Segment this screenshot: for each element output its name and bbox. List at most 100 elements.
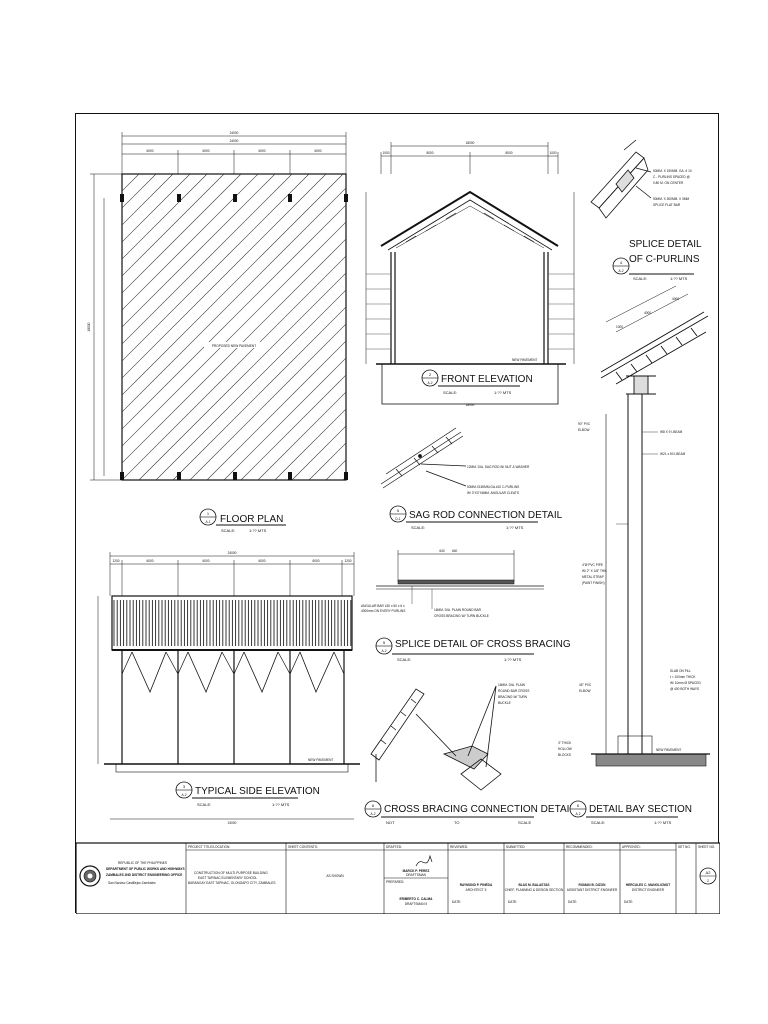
svg-text:4"Ø PVC PIPE: 4"Ø PVC PIPE — [582, 563, 603, 567]
svg-text:@ 400 BOTH WAYS: @ 400 BOTH WAYS — [670, 687, 699, 691]
drafted-signature — [415, 854, 433, 867]
svg-text:SCALE:: SCALE: — [411, 525, 425, 530]
svg-text:DRAFTSMAN: DRAFTSMAN — [406, 873, 427, 877]
svg-text:12MM. DIA. SAG ROD W/ NUT & WA: 12MM. DIA. SAG ROD W/ NUT & WASHER — [467, 465, 530, 469]
svg-text:50MM.X150MM.GA.#10 C-PURLINS: 50MM.X150MM.GA.#10 C-PURLINS — [467, 485, 519, 489]
splice-purlins-title-line2: OF C-PURLINS — [629, 254, 700, 265]
svg-text:0.80 M. ON CENTER: 0.80 M. ON CENTER — [653, 181, 684, 185]
splice-purlins-view: 50MM. X 150MM. GA. # 10 C - PURLINS SPAC… — [590, 139, 702, 281]
front-elevation-side-wall — [366, 273, 574, 350]
svg-text:1:?? MTS: 1:?? MTS — [494, 390, 512, 395]
svg-text:BLOCKS: BLOCKS — [558, 753, 571, 757]
agency-seal-icon — [79, 865, 101, 887]
svg-text:50MM. X 150MM. GA. # 10: 50MM. X 150MM. GA. # 10 — [653, 169, 692, 173]
svg-text:DATE:: DATE: — [452, 900, 461, 904]
svg-text:SHEET CONTENTS:: SHEET CONTENTS: — [288, 845, 318, 849]
svg-text:SET NO.: SET NO. — [678, 845, 691, 849]
svg-text:1000: 1000 — [549, 151, 556, 155]
svg-text:1200: 1200 — [344, 559, 351, 563]
floor-plan-center-label: PROPOSED NEW PAVEMENT — [212, 344, 256, 348]
bay-section-view: 1000 4000 4000 NEW PAVEMENT 90° PVC ELBO… — [558, 285, 710, 825]
svg-text:1:?? MTS: 1:?? MTS — [504, 657, 522, 662]
svg-text:3" THICK: 3" THICK — [558, 741, 572, 745]
agency-line: DEPARTMENT OF PUBLIC WORKS AND HIGHWAYS — [106, 867, 185, 871]
front-elevation-view: 18000 1000 8000 8000 1000 NEW PAVEMENT — [365, 141, 575, 407]
svg-text:CROSS BRACING W/ TURN BUCKLE: CROSS BRACING W/ TURN BUCKLE — [434, 614, 489, 618]
svg-text:BLAS M. BALASTAS: BLAS M. BALASTAS — [518, 883, 549, 887]
bay-section-ground-label: NEW PAVEMENT — [656, 748, 681, 752]
svg-text:1:?? MTS: 1:?? MTS — [249, 528, 267, 533]
svg-text:1:?? MTS: 1:?? MTS — [272, 802, 290, 807]
svg-text:6: 6 — [372, 803, 375, 808]
svg-text:W8 X 9 I-BEAM: W8 X 9 I-BEAM — [660, 430, 683, 434]
bay-section-slab — [595, 753, 707, 767]
svg-text:DRAFTED:: DRAFTED: — [386, 845, 402, 849]
svg-text:REVIEWED:: REVIEWED: — [450, 845, 468, 849]
floor-plan-dim-overall: 24000 — [230, 131, 239, 135]
bay-section-roof — [600, 311, 709, 395]
svg-text:RECOMMENDED:: RECOMMENDED: — [566, 845, 593, 849]
bracing-connection-view: 16MM. DIA. PLAIN ROUND BAR CROSS BRACING… — [364, 683, 575, 825]
drawing-sheet: 24000 24000 6000 6000 6000 6000 18000 PR… — [75, 113, 721, 915]
svg-text:W/ 3"X3"X6MM. ANGULAR CLEATS: W/ 3"X3"X6MM. ANGULAR CLEATS — [467, 491, 519, 495]
svg-text:4000: 4000 — [672, 297, 679, 301]
agency-line: ZAMBALES 2ND DISTRICT ENGINEERING OFFICE — [106, 873, 182, 877]
svg-text:ELBOW: ELBOW — [579, 689, 591, 693]
svg-text:50MM. X 300MM. X 3MM: 50MM. X 300MM. X 3MM — [653, 197, 689, 201]
side-elevation-structure — [121, 650, 345, 764]
sheet-contents-value: AS SHOWN — [326, 874, 344, 878]
side-elevation-roof-ribs — [113, 600, 352, 646]
svg-text:ANGULAR BAR L50 x 50 x 6 x: ANGULAR BAR L50 x 50 x 6 x — [361, 604, 405, 608]
splice-bracing-bar — [397, 579, 515, 585]
svg-text:SCALE:: SCALE: — [591, 820, 605, 825]
svg-text:SUBMITTED:: SUBMITTED: — [506, 845, 525, 849]
svg-text:24000: 24000 — [228, 551, 237, 555]
svg-text:DRAFTSMAN II: DRAFTSMAN II — [405, 902, 428, 906]
svg-text:DISTRICT ENGINEER: DISTRICT ENGINEER — [632, 888, 665, 892]
bay-section-title: 6 A-2 DETAIL BAY SECTION SCALE: 1:?? MTS — [569, 800, 692, 825]
svg-text:A-2: A-2 — [382, 649, 387, 653]
svg-text:ROUND BAR CROSS: ROUND BAR CROSS — [498, 689, 529, 693]
bay-section-dims — [605, 285, 689, 333]
side-elevation-dimensions — [97, 552, 355, 764]
svg-text:ERIBERTO C. CALMA: ERIBERTO C. CALMA — [400, 897, 434, 901]
floor-plan-view: 24000 24000 6000 6000 6000 6000 18000 PR… — [87, 131, 348, 533]
svg-text:DATE:: DATE: — [624, 900, 633, 904]
front-elevation-ground-label: NEW PAVEMENT — [512, 358, 537, 362]
svg-text:CONSTRUCTION OF MULTI-PURPOSE: CONSTRUCTION OF MULTI-PURPOSE BUILDING — [194, 871, 268, 875]
splice-bracing-title: 5 A-2 SPLICE DETAIL OF CROSS BRACING SCA… — [375, 637, 571, 662]
floor-plan-title-text: FLOOR PLAN — [220, 514, 283, 525]
svg-text:A-1: A-1 — [206, 520, 211, 524]
svg-text:3: 3 — [183, 784, 186, 789]
side-elevation-base — [115, 763, 349, 773]
svg-text:ARCHITECT II: ARCHITECT II — [466, 888, 487, 892]
svg-text:ASSISTANT DISTRICT ENGINEER: ASSISTANT DISTRICT ENGINEER — [567, 888, 618, 892]
sag-rod-view: 12MM. DIA. SAG ROD W/ NUT & WASHER 50MM.… — [380, 427, 563, 530]
svg-text:DATE:: DATE: — [568, 900, 577, 904]
sheet-total: 2 — [707, 879, 709, 883]
svg-text:6000: 6000 — [202, 559, 209, 563]
svg-text:4000: 4000 — [644, 311, 651, 315]
svg-text:16MM. DIA. PLAIN ROUND BAR: 16MM. DIA. PLAIN ROUND BAR — [434, 608, 482, 612]
bracing-connection-title: 6 A-2 CROSS BRACING CONNECTION DETAIL NO… — [364, 800, 575, 825]
svg-text:1000: 1000 — [616, 325, 623, 329]
sag-rod-drawing — [380, 427, 467, 489]
bay-section-title-text: DETAIL BAY SECTION — [589, 804, 692, 815]
side-elevation-ground-label: NEW PAVEMENT — [308, 758, 333, 762]
svg-text:6000: 6000 — [146, 559, 153, 563]
svg-text:(PAINT FINISH): (PAINT FINISH) — [582, 581, 605, 585]
svg-text:A-2: A-2 — [182, 793, 187, 797]
svg-text:TO: TO — [454, 820, 459, 825]
svg-text:MARCK P. PEREZ: MARCK P. PEREZ — [403, 869, 430, 873]
svg-text:SCALE: SCALE — [518, 820, 531, 825]
side-elevation-title-text: TYPICAL SIDE ELEVATION — [195, 786, 320, 797]
svg-text:8000: 8000 — [426, 151, 433, 155]
front-elevation-base — [381, 363, 559, 405]
bay-section-column — [627, 394, 643, 754]
sag-rod-title: 5 D-1 SAG ROD CONNECTION DETAIL SCALE: 1… — [389, 505, 563, 530]
svg-text:SPLICE FLAT BAR: SPLICE FLAT BAR — [653, 203, 681, 207]
svg-text:6000: 6000 — [312, 559, 319, 563]
svg-text:W/ 10mm Ø SPACED: W/ 10mm Ø SPACED — [670, 681, 701, 685]
svg-text:18000: 18000 — [466, 141, 475, 145]
front-elevation-title-text: FRONT ELEVATION — [441, 374, 533, 385]
